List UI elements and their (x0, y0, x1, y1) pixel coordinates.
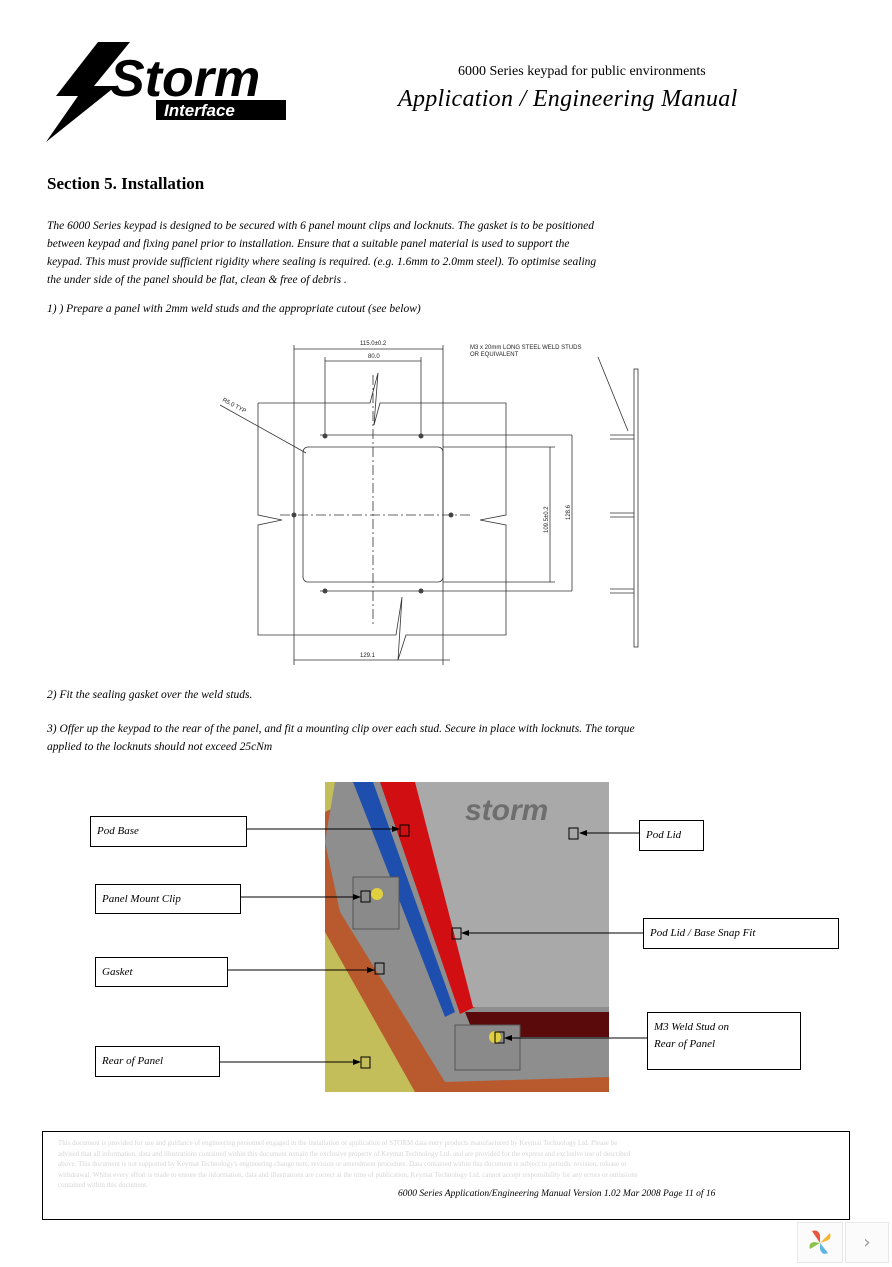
step-3: 3) Offer up the keypad to the rear of th… (47, 723, 635, 753)
photo-logo-text: storm (465, 794, 548, 827)
storm-interface-logo: Storm Interface (46, 42, 286, 142)
dim-bottom: 129.1 (360, 653, 376, 659)
callout-weld-stud-line2: Rear of Panel (654, 1038, 716, 1050)
intro-paragraph: The 6000 Series keypad is designed to be… (47, 220, 597, 286)
footer-disclaimer: This document is provided for use and gu… (58, 1139, 638, 1189)
callout-weld-stud-line1: M3 Weld Stud on (654, 1021, 730, 1033)
dim-right-outer: 128.6 (566, 504, 572, 520)
keypad-installation-photo: storm (325, 782, 609, 1092)
header-series: 6000 Series keypad for public environmen… (458, 64, 706, 79)
pinwheel-icon (809, 1230, 831, 1254)
viewer-app-icon[interactable] (797, 1222, 843, 1263)
callout-pod-lid: Pod Lid (639, 820, 704, 851)
callout-panel-mount-clip: Panel Mount Clip (95, 884, 241, 914)
step-2: 2) Fit the sealing gasket over the weld … (47, 689, 253, 701)
callout-pod-base: Pod Base (90, 816, 247, 847)
footer-reference: 6000 Series Application/Engineering Manu… (398, 1189, 716, 1199)
next-page-button[interactable]: › (845, 1222, 889, 1263)
section-title: Section 5. Installation (47, 174, 205, 193)
step-1: 1) ) Prepare a panel with 2mm weld studs… (47, 303, 421, 315)
dim-top-outer: 115.0±0.2 (360, 341, 387, 347)
stud-note-2: OR EQUIVALENT (470, 352, 519, 358)
dim-top-inner: 80.0 (368, 354, 380, 360)
header-manual-title: Application / Engineering Manual (398, 86, 738, 112)
stud-note-1: M3 x 20mm LONG STEEL WELD STUDS (470, 345, 581, 351)
logo-sub: Interface (164, 101, 235, 120)
dim-right-inner: 109.5±0.2 (544, 506, 550, 533)
callout-rear-of-panel: Rear of Panel (95, 1046, 220, 1077)
logo-word: Storm (110, 50, 260, 108)
footer-box (42, 1131, 850, 1220)
callout-snap-fit: Pod Lid / Base Snap Fit (643, 918, 839, 949)
callout-gasket: Gasket (95, 957, 228, 987)
callout-weld-stud: M3 Weld Stud on Rear of Panel (647, 1012, 801, 1070)
panel-cutout-drawing: 115.0±0.2 80.0 129.1 M3 x 20mm LONG STEE… (219, 341, 639, 665)
